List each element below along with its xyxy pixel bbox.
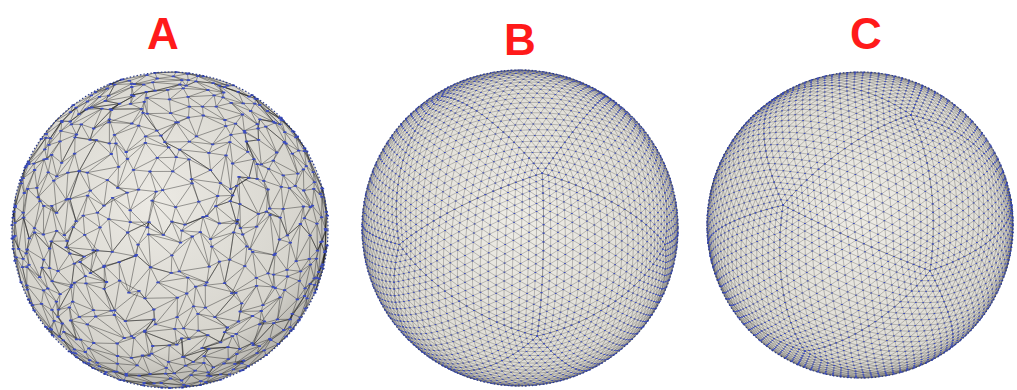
mesh-edges bbox=[362, 70, 678, 386]
panel-label: B bbox=[504, 18, 536, 62]
sphere-c bbox=[707, 72, 1013, 378]
sphere-rim bbox=[12, 72, 328, 388]
mesh-vertices bbox=[362, 70, 679, 386]
panel-label: C bbox=[850, 12, 882, 56]
mesh-vertices bbox=[707, 72, 1014, 378]
mesh-vertices bbox=[11, 72, 328, 388]
sphere-rim bbox=[362, 70, 678, 386]
sphere-rim bbox=[707, 72, 1013, 378]
sphere-a bbox=[12, 72, 328, 388]
mesh-edges bbox=[707, 72, 1013, 378]
panel-label: A bbox=[147, 12, 179, 56]
mesh-edges bbox=[12, 72, 327, 388]
sphere-b bbox=[362, 70, 678, 386]
